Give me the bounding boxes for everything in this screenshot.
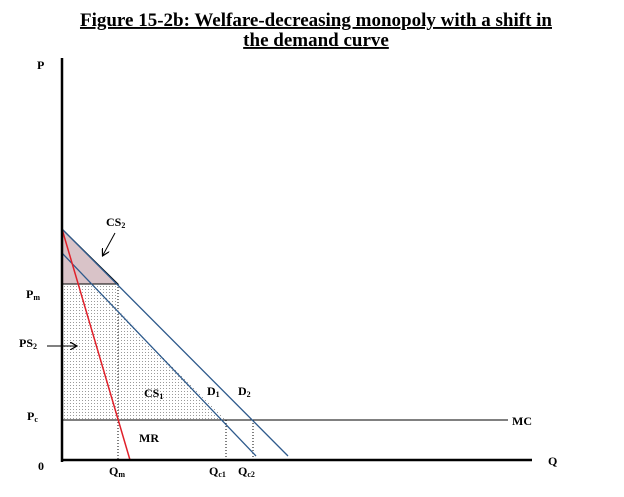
ps2-area xyxy=(62,284,118,420)
pc-label: Pc xyxy=(27,409,38,424)
y-axis-label: P xyxy=(37,58,44,72)
pm-label: Pm xyxy=(26,287,40,302)
ps2-label: PS2 xyxy=(19,336,37,351)
cs2-label: CS2 xyxy=(106,215,125,230)
origin-label: 0 xyxy=(38,459,44,473)
cs2-arrow xyxy=(103,233,115,255)
figure-title-line1: Figure 15-2b: Welfare-decreasing monopol… xyxy=(80,10,552,31)
qc2-label: Qc2 xyxy=(238,464,255,479)
figure-title-line2: the demand curve xyxy=(243,30,389,51)
qc1-label: Qc1 xyxy=(209,464,226,479)
d2-label: D2 xyxy=(238,384,251,399)
qm-label: Qm xyxy=(109,464,125,479)
mr-label: MR xyxy=(139,431,159,445)
mc-label: MC xyxy=(512,414,532,428)
x-axis-label: Q xyxy=(548,454,557,468)
